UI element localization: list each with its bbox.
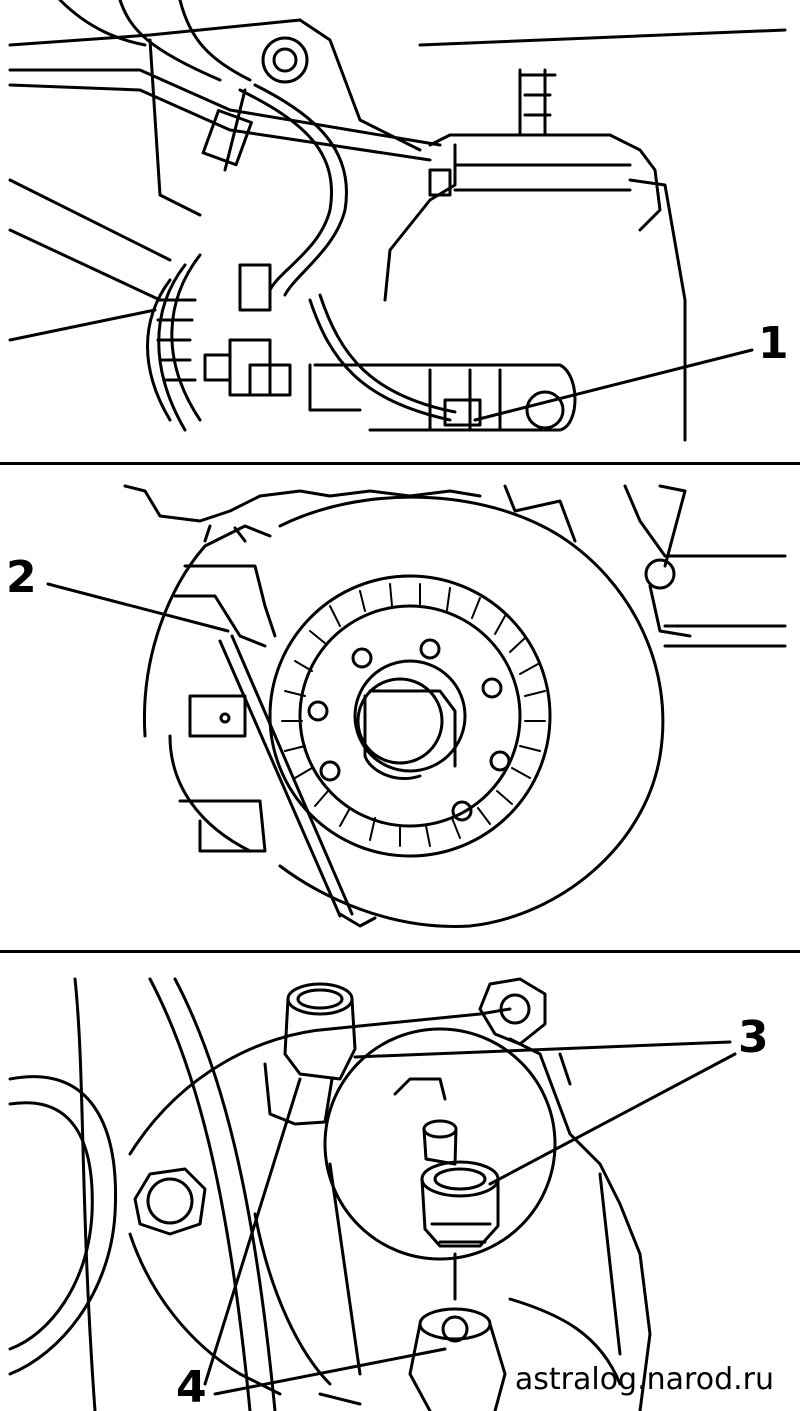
leader-line-2: [48, 584, 228, 631]
leader-line-3b: [490, 1054, 735, 1184]
leader-line-3a: [355, 1042, 730, 1057]
leader-line-1: [475, 350, 752, 420]
panel-2-brake-disc-caliper: 2: [0, 466, 800, 950]
panel-3-drawing: [0, 954, 800, 1411]
panel-1-drawing: [0, 0, 800, 460]
panel-divider-1: [0, 462, 800, 465]
callout-number-2: 2: [6, 552, 37, 603]
callout-number-1: 1: [758, 318, 789, 369]
panel-2-drawing: [0, 466, 800, 950]
panel-1-caliper-sensor-cable: 1: [0, 0, 800, 460]
callout-number-3: 3: [738, 1012, 769, 1063]
panel-divider-2: [0, 950, 800, 953]
callout-number-4: 4: [176, 1362, 207, 1411]
panel-3-caliper-guide-bolts: 3 4 astralog.narod.ru: [0, 954, 800, 1411]
leader-line-4b: [215, 1349, 445, 1394]
watermark-text: astralog.narod.ru: [514, 1362, 774, 1397]
leader-line-4a: [205, 1079, 300, 1384]
